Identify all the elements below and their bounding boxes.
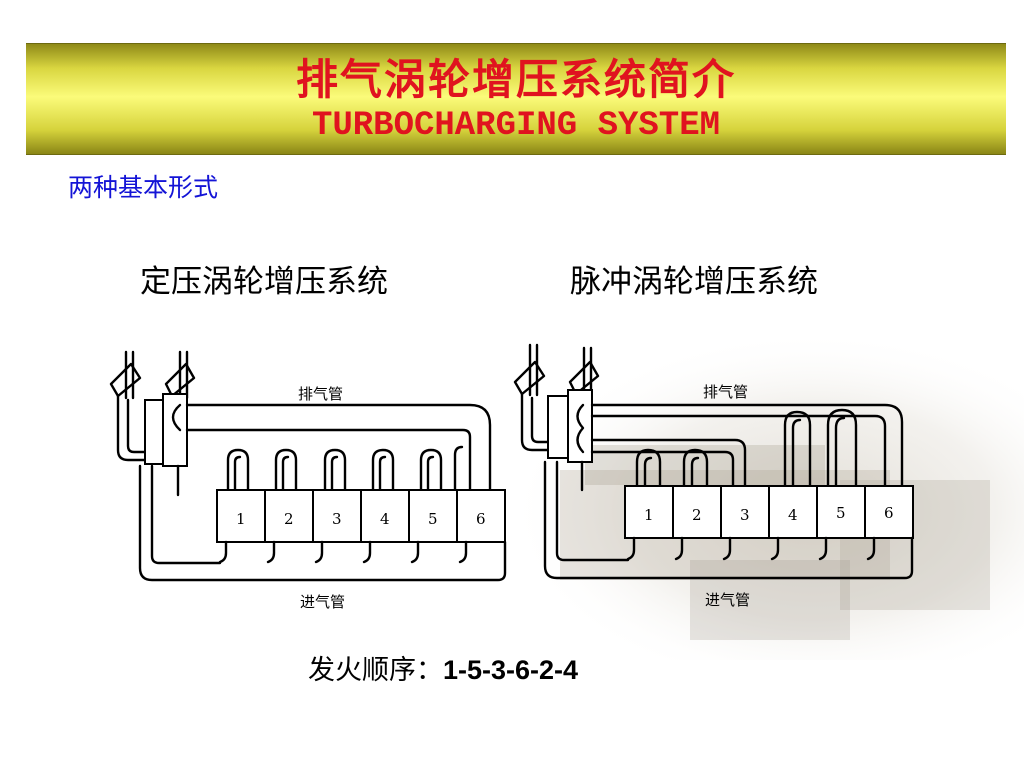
cylinder-number: 4 — [788, 506, 798, 524]
cylinder-1 — [624, 485, 674, 539]
cylinder-6 — [456, 489, 506, 543]
cylinder-number: 1 — [644, 506, 654, 524]
cylinder-number: 6 — [884, 504, 894, 522]
subtitle: 两种基本形式 — [68, 173, 219, 202]
firing-order: 发火顺序：1-5-3-6-2-4 — [308, 648, 578, 687]
intake-label-left: 进气管 — [300, 593, 345, 611]
cylinder-5 — [408, 489, 458, 543]
exhaust-branches-left — [226, 445, 464, 492]
turbocharger-left — [109, 350, 196, 497]
diagram-constant-pressure: 1 2 3 4 5 6 排气管 进气管 — [109, 350, 507, 611]
cylinder-number: 5 — [836, 504, 846, 522]
cylinder-number: 1 — [236, 510, 246, 528]
cylinder-number: 6 — [476, 510, 486, 528]
title-chinese: 排气涡轮增压系统简介 — [295, 55, 736, 104]
cylinder-6 — [864, 485, 914, 539]
exhaust-label-right: 排气管 — [703, 383, 748, 401]
intake-branches-right — [626, 536, 876, 561]
cylinder-number: 3 — [332, 510, 342, 528]
exhaust-label-left: 排气管 — [298, 385, 343, 403]
cylinder-5 — [816, 485, 866, 539]
firing-order-value: 1-5-3-6-2-4 — [443, 655, 579, 685]
intake-manifold-left — [138, 464, 507, 582]
cylinder-number: 3 — [740, 506, 750, 524]
cylinder-3 — [312, 489, 362, 543]
cylinder-2 — [264, 489, 314, 543]
title-banner: 排气涡轮增压系统简介 TURBOCHARGING SYSTEM — [26, 43, 1006, 155]
cylinder-number: 5 — [428, 510, 438, 528]
cylinder-number: 2 — [284, 510, 294, 528]
cylinder-1 — [216, 489, 266, 543]
cylinder-block-left: 1 2 3 4 5 6 — [216, 489, 506, 543]
cylinder-4 — [360, 489, 410, 543]
cylinder-4 — [768, 485, 818, 539]
exhaust-pipes-pulse — [576, 403, 904, 488]
cylinder-block-right: 1 2 3 4 5 6 — [624, 485, 914, 539]
exhaust-manifold-left — [185, 403, 492, 492]
cylinder-number: 2 — [692, 506, 702, 524]
firing-order-label: 发火顺序： — [308, 655, 443, 686]
intake-branches-left — [218, 540, 468, 564]
title-english: TURBOCHARGING SYSTEM — [311, 107, 721, 145]
cylinder-number: 4 — [380, 510, 390, 528]
heading-constant-pressure: 定压涡轮增压系统 — [140, 264, 388, 300]
diagram-pulse: 1 2 3 4 5 6 排气管 进气管 — [513, 343, 914, 609]
intake-label-right: 进气管 — [705, 591, 750, 609]
heading-pulse: 脉冲涡轮增压系统 — [570, 264, 818, 300]
intake-manifold-right — [543, 460, 914, 580]
cylinder-3 — [720, 485, 770, 539]
